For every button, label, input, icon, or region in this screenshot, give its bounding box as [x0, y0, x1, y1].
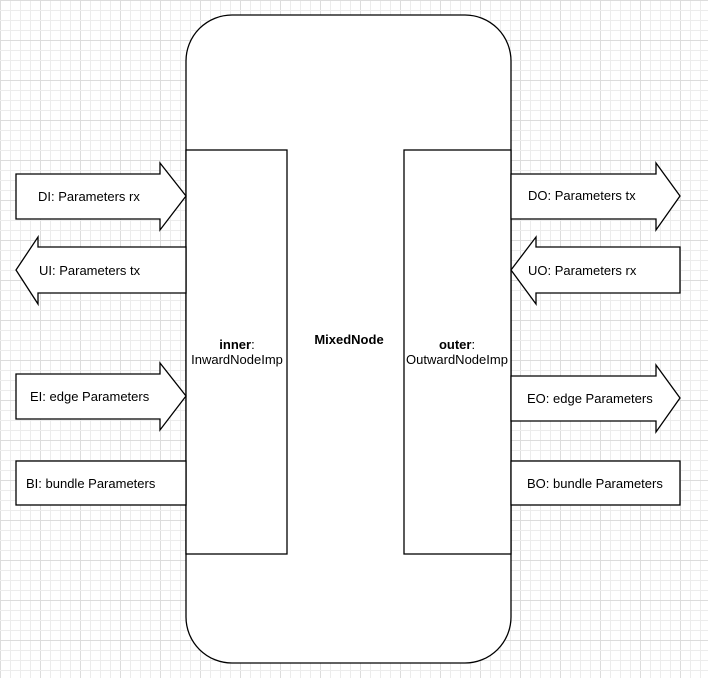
di-label: DI: Parameters rx: [38, 189, 140, 204]
mixed-node-title: MixedNode: [314, 332, 383, 347]
bi-label: BI: bundle Parameters: [26, 476, 156, 491]
outer-name: outer: [439, 337, 472, 352]
do-arrow[interactable]: [510, 161, 681, 233]
outer-type: OutwardNodeImp: [406, 352, 508, 367]
inner-heading: inner:: [219, 337, 254, 352]
uo-label: UO: Parameters rx: [528, 263, 637, 278]
eo-label: EO: edge Parameters: [527, 391, 653, 406]
inner-type: InwardNodeImp: [191, 352, 283, 367]
outer-sep: :: [471, 337, 475, 352]
bi-box[interactable]: [15, 460, 187, 506]
uo-arrow[interactable]: [510, 235, 681, 306]
eo-arrow[interactable]: [510, 363, 681, 435]
outer-heading: outer:: [439, 337, 475, 352]
outer-node-imp-box[interactable]: [403, 149, 512, 555]
inner-node-imp-box[interactable]: [185, 149, 288, 555]
bo-label: BO: bundle Parameters: [527, 476, 663, 491]
ei-label: EI: edge Parameters: [30, 389, 150, 404]
di-arrow[interactable]: [15, 161, 187, 232]
ui-label: UI: Parameters tx: [39, 263, 141, 278]
ei-arrow[interactable]: [15, 361, 187, 432]
inner-sep: :: [251, 337, 255, 352]
ui-arrow[interactable]: [15, 234, 187, 307]
do-label: DO: Parameters tx: [528, 188, 636, 203]
inner-name: inner: [219, 337, 251, 352]
bo-box[interactable]: [510, 460, 681, 506]
